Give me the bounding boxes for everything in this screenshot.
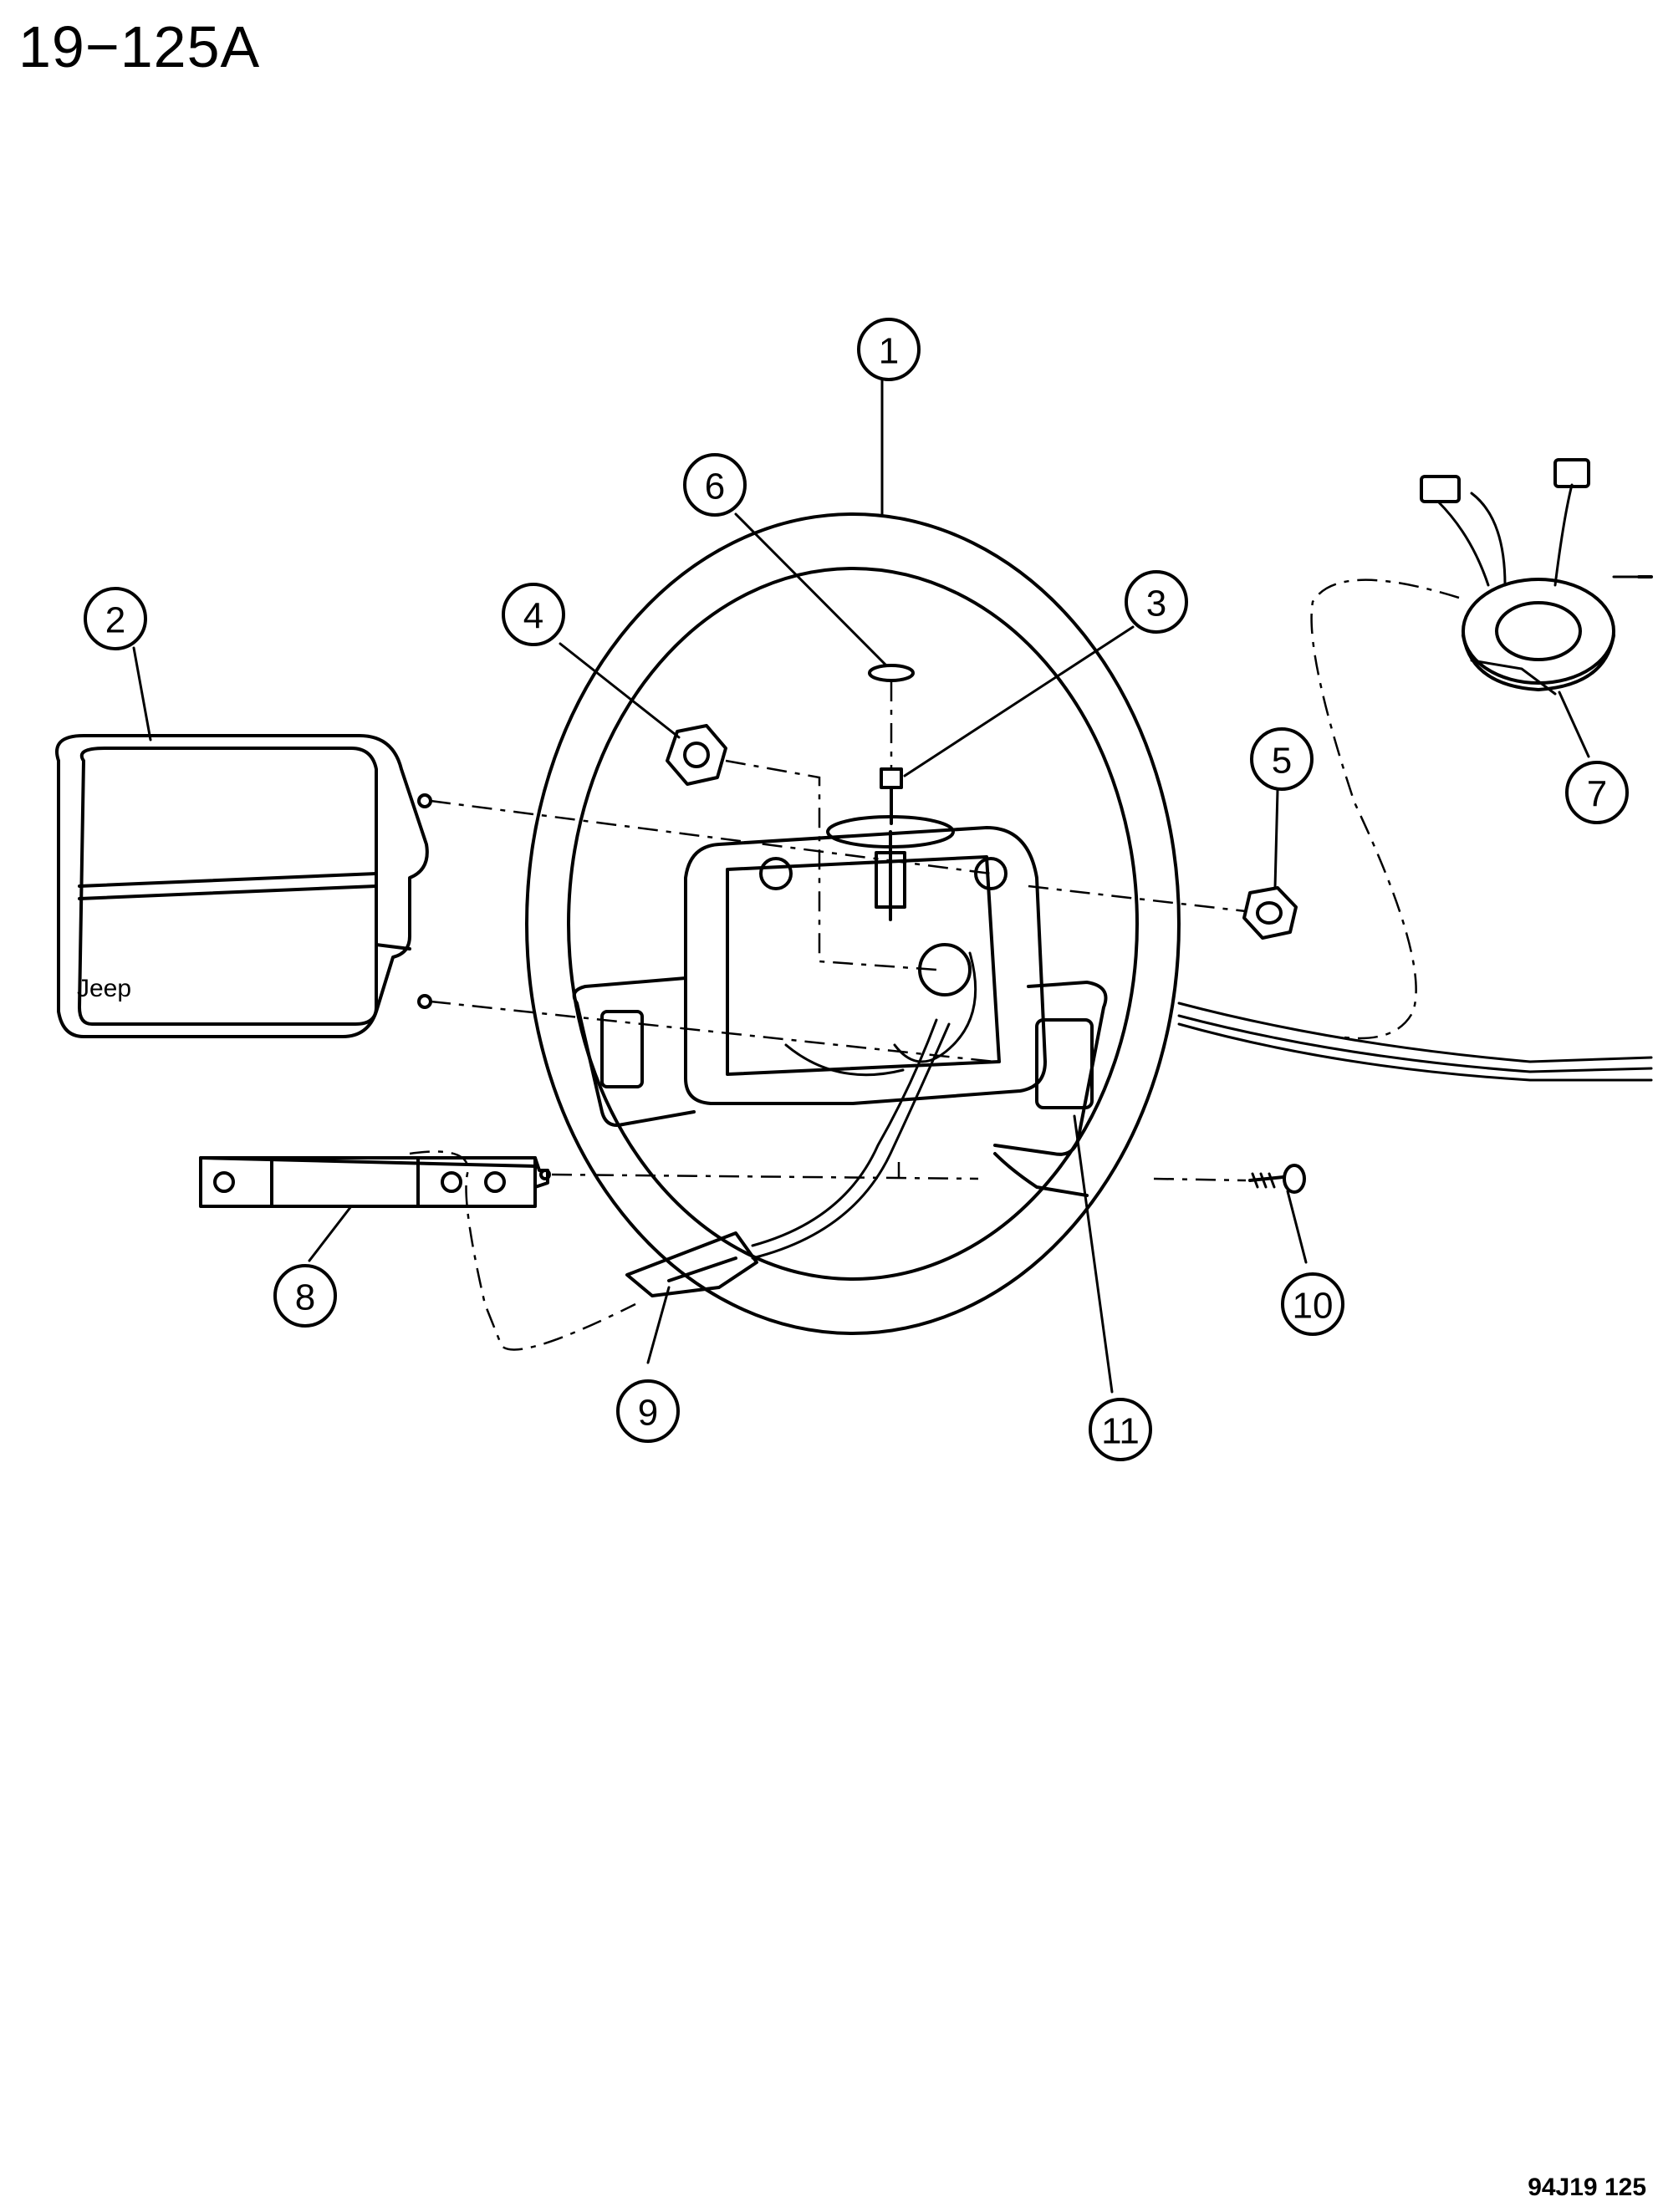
mounting-screw	[1248, 1164, 1306, 1194]
callout-11-label: 11	[1101, 1411, 1140, 1452]
hub-nut	[666, 724, 727, 786]
steering-wheel-rim	[525, 512, 1181, 1335]
callout-10: 10	[1281, 1272, 1344, 1336]
clockspring	[1420, 458, 1653, 696]
callout-4-label: 4	[523, 596, 543, 637]
callout-10-label: 10	[1293, 1286, 1334, 1327]
figure-reference: 94J19 125	[1528, 2174, 1646, 2201]
callout-2: 2	[84, 587, 147, 650]
wiring-harness	[1177, 1002, 1653, 1082]
callout-5-label: 5	[1272, 741, 1292, 782]
callout-8-label: 8	[295, 1277, 315, 1318]
callout-9-label: 9	[638, 1393, 658, 1434]
callout-3-label: 3	[1146, 584, 1166, 624]
callout-6-label: 6	[705, 466, 725, 507]
washer	[868, 664, 915, 682]
callout-7-label: 7	[1587, 774, 1607, 815]
wire-connector	[625, 1018, 951, 1297]
steering-wheel-hub	[572, 815, 1108, 1197]
callout-3: 3	[1125, 570, 1188, 634]
callout-8: 8	[273, 1264, 337, 1328]
callout-11: 11	[1089, 1398, 1152, 1461]
assembly-lines	[409, 578, 1460, 1351]
page-code: 19−125A	[18, 14, 261, 79]
callout-1-label: 1	[879, 331, 899, 372]
callout-9: 9	[616, 1379, 680, 1443]
airbag-logo-text: Jeep	[77, 975, 131, 1002]
side-nut	[1242, 886, 1298, 940]
callout-5: 5	[1250, 727, 1314, 791]
callout-2-label: 2	[105, 600, 125, 641]
leader-lines	[132, 379, 1590, 1394]
callout-4: 4	[502, 583, 565, 646]
callout-1: 1	[857, 318, 921, 381]
callout-6: 6	[683, 453, 747, 517]
airbag-module: Jeep	[55, 734, 432, 1038]
callout-7: 7	[1565, 761, 1629, 824]
horn-switch-bar	[199, 1156, 551, 1208]
